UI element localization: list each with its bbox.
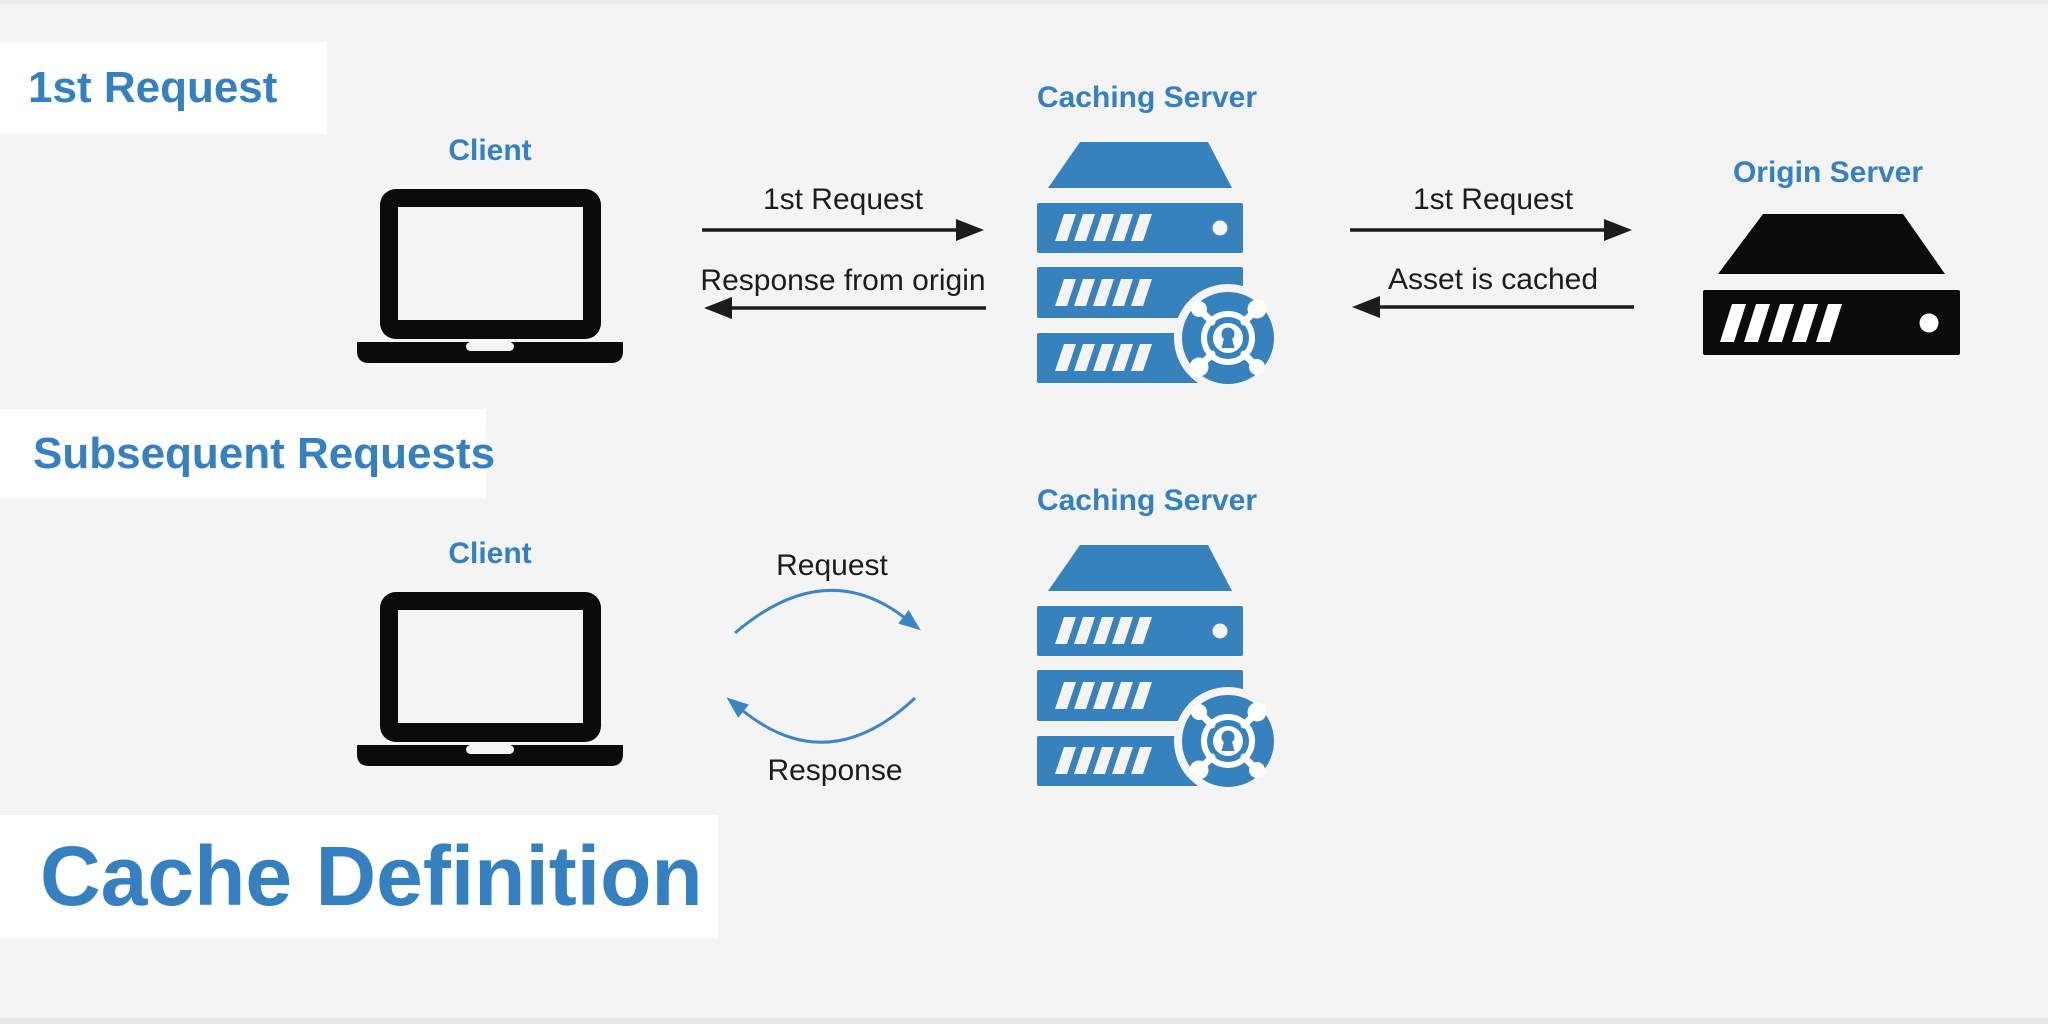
arrow-label-cache-to-client: Response from origin: [700, 264, 986, 297]
subsequent-requests-heading-box: Subsequent Requests: [0, 409, 495, 498]
caching-server-label-row1: Caching Server: [1036, 81, 1258, 114]
security-badge-icon: [1174, 284, 1282, 392]
arrow-label-cache-to-origin: 1st Request: [1412, 183, 1574, 216]
client-label-row1: Client: [448, 134, 532, 167]
server-stack-shield-icon: [1037, 142, 1282, 392]
origin-server-label: Origin Server: [1732, 156, 1924, 189]
cache-definition-heading-box: Cache Definition: [0, 815, 718, 938]
security-badge-icon: [1174, 687, 1282, 795]
cache-definition-heading: Cache Definition: [40, 829, 703, 923]
arrow-label-client-to-cache: 1st Request: [762, 183, 924, 216]
arrow-request-curve: [734, 588, 921, 635]
laptop-icon: [357, 592, 623, 766]
subsequent-requests-heading: Subsequent Requests: [33, 428, 496, 478]
top-edge-divider: [0, 0, 2048, 4]
bottom-edge-divider: [0, 1018, 2048, 1024]
caching-server-label-row2: Caching Server: [1036, 484, 1258, 517]
first-request-heading-box: 1st Request: [0, 42, 327, 134]
arrow-label-response-row2: Response: [767, 754, 903, 787]
first-request-heading: 1st Request: [28, 63, 278, 112]
arrow-label-origin-to-cache: Asset is cached: [1387, 263, 1599, 296]
server-stack-shield-icon: [1037, 545, 1282, 795]
client-label-row2: Client: [448, 537, 532, 570]
arrow-response-curve: [726, 696, 917, 744]
laptop-icon: [357, 189, 623, 363]
server-icon: [1703, 214, 1960, 355]
arrow-label-request-row2: Request: [776, 549, 888, 582]
